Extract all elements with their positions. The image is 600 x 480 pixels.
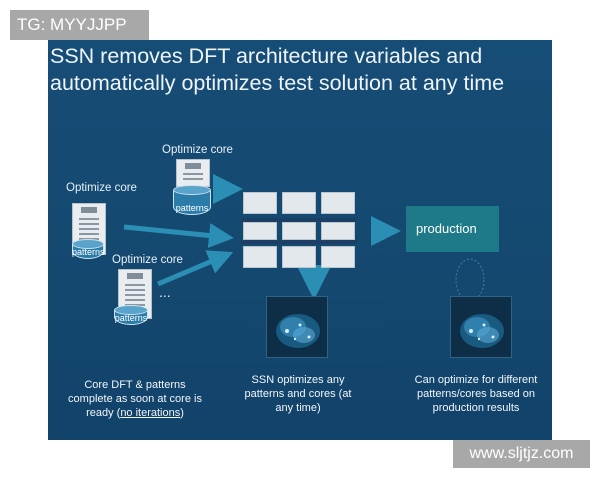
tag-badge: TG: MYYJJPP [10,10,149,40]
slide: SSN removes DFT architecture variables a… [48,40,552,440]
production-box: production [406,206,499,252]
core-2-patterns-icon: patterns [173,185,211,215]
core-1-patterns-icon: patterns [72,239,105,259]
ssn-network-diagram [241,192,357,272]
ssn-core-tile [321,246,355,268]
caption-right: Can optimize for different patterns/core… [414,374,538,414]
caption-left: Core DFT & patterns complete as soon at … [68,379,202,419]
core-2-document-icon [176,159,210,187]
watermark: www.sljtjz.com [453,440,590,468]
ssn-core-tile [243,222,277,240]
caption-middle: SSN optimizes any patterns and cores (at… [244,374,352,414]
flow-arrows [123,174,485,302]
no-iterations-text: no iterations [120,407,181,419]
optimize-core-1-label: Optimize core [66,182,137,194]
slide-title: SSN removes DFT architecture variables a… [50,44,505,95]
ssn-core-tile [282,192,316,214]
ssn-brain-image [266,296,328,358]
optimize-core-3-label: Optimize core [112,254,183,266]
production-brain-image [450,296,512,358]
more-cores-ellipsis: ... [159,284,171,300]
ssn-core-tile [321,192,355,214]
arrow-core1-to-ssn [123,223,234,248]
ssn-core-tile [243,246,277,268]
arrow-core3-to-ssn [157,250,234,287]
ssn-core-tile [243,192,277,214]
ssn-core-tile [321,222,355,240]
production-feedback-loop [455,258,485,302]
core-3-patterns-icon: patterns [114,305,148,325]
ssn-core-tile [282,246,316,268]
ssn-core-tile [282,222,316,240]
optimize-core-2-label: Optimize core [162,144,233,156]
